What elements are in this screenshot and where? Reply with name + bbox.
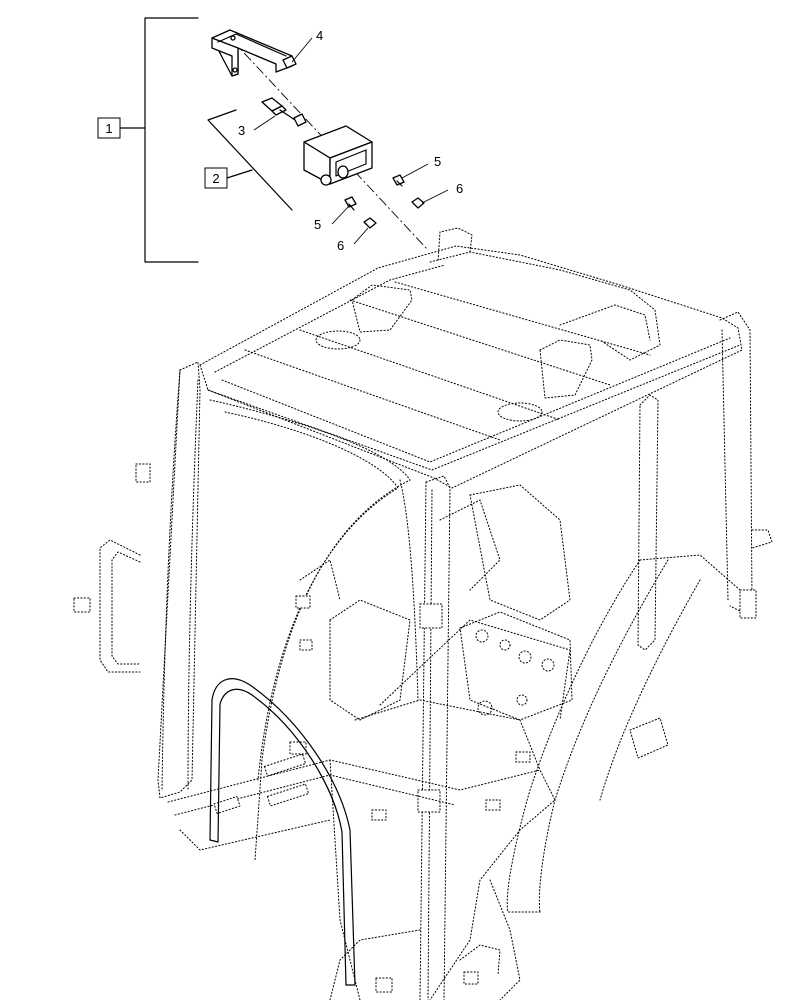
leader-3 — [253, 115, 276, 131]
callout-6-left: 6 — [337, 238, 344, 253]
nut-part-6-right[interactable] — [411, 197, 425, 209]
module-box-part[interactable] — [303, 125, 373, 186]
leader-5-left — [331, 204, 351, 225]
leader-5-right — [401, 163, 429, 179]
harness-connector-part[interactable] — [261, 97, 307, 127]
leader-6-left — [353, 227, 369, 245]
callout-label-2: 2 — [212, 171, 219, 186]
callout-label-1: 1 — [105, 121, 112, 136]
subassembly-bracket-line — [207, 109, 293, 211]
mounting-bracket-part[interactable] — [211, 29, 297, 77]
leader-6-right — [421, 189, 449, 204]
screw-part-5-right[interactable] — [392, 174, 405, 187]
assembly-bracket — [119, 17, 199, 263]
callout-6-right: 6 — [456, 181, 463, 196]
callout-4: 4 — [316, 28, 323, 43]
cab-frame — [73, 227, 773, 1000]
callout-3: 3 — [238, 123, 245, 138]
callout-box-1[interactable]: 1 — [97, 117, 121, 139]
callout-5-right: 5 — [434, 154, 441, 169]
nut-part-6-left[interactable] — [363, 217, 377, 229]
assembly-center-line — [231, 39, 429, 251]
leader-4 — [291, 37, 313, 63]
door-seal — [209, 678, 356, 986]
callout-5-left: 5 — [314, 217, 321, 232]
callout-box-2[interactable]: 2 — [204, 167, 228, 189]
